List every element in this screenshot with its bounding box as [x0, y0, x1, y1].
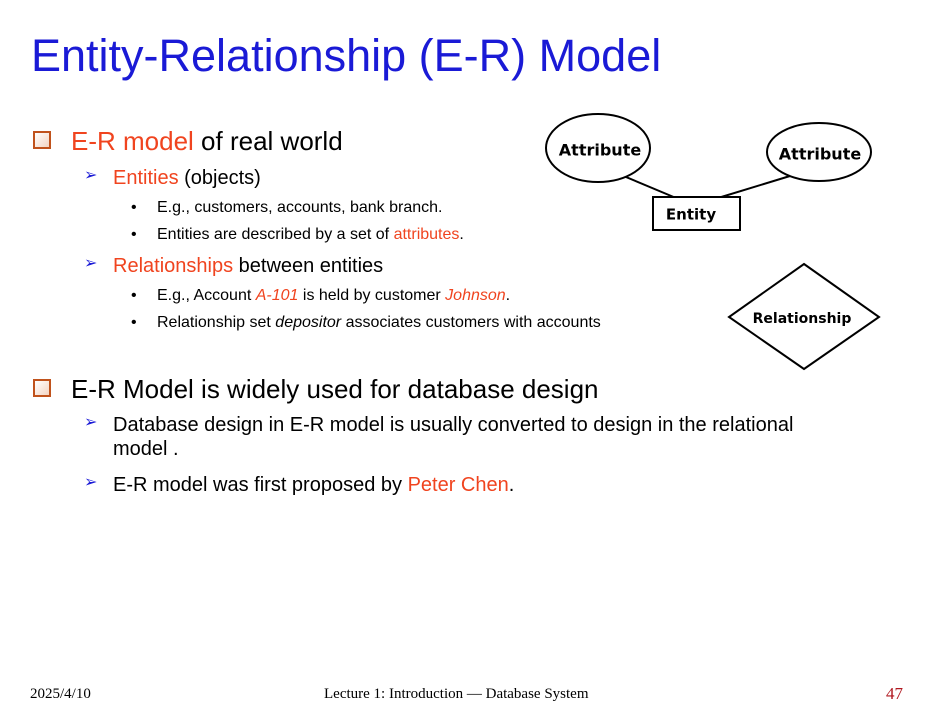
attribute-left-shape	[545, 113, 651, 183]
chen-post: .	[508, 474, 515, 496]
relationship-label: Relationship	[753, 311, 852, 327]
footer-title: Lecture 1: Introduction — Database Syste…	[324, 686, 589, 702]
page-title: Entity-Relationship (E-R) Model	[31, 30, 662, 81]
square-bullet-icon	[33, 379, 51, 397]
relationships-rest: between entities	[233, 255, 384, 277]
entities-example: • E.g., customers, accounts, bank branch…	[131, 198, 442, 218]
described-post: .	[459, 226, 464, 243]
section1-highlight: E-R model	[71, 126, 194, 156]
attribute-right-shape	[766, 122, 872, 182]
entities-bullet: ➢ Entities (objects)	[84, 166, 261, 190]
dot-bullet-icon: •	[131, 287, 137, 304]
rel-ex-pre: E.g., Account	[157, 287, 256, 304]
rel-set-pre: Relationship set	[157, 314, 276, 331]
arrow-bullet-icon: ➢	[84, 167, 98, 184]
design-point: ➢ Database design in E-R model is usuall…	[84, 413, 793, 461]
relationships-example: • E.g., Account A-101 is held by custome…	[131, 286, 510, 306]
rel-set-post: associates customers with accounts	[341, 314, 601, 331]
relationships-bullet: ➢ Relationships between entities	[84, 254, 383, 278]
described-highlight: attributes	[393, 226, 460, 243]
attribute-left-label: Attribute	[559, 141, 642, 160]
entity-label: Entity	[666, 206, 716, 224]
page-number: 47	[886, 684, 903, 703]
square-bullet-icon	[33, 131, 51, 149]
chen-point: ➢ E-R model was first proposed by Peter …	[84, 473, 514, 497]
section1-rest: of real world	[193, 126, 343, 156]
footer-date: 2025/4/10	[30, 686, 91, 702]
dot-bullet-icon: •	[131, 226, 137, 243]
rel-ex-post: .	[505, 287, 511, 304]
section2-heading-text: E-R Model is widely used for database de…	[71, 374, 599, 404]
relationship-set: • Relationship set depositor associates …	[131, 313, 601, 333]
rel-ex-account: A-101	[255, 287, 299, 304]
entities-example-text: E.g., customers, accounts, bank branch.	[157, 199, 443, 216]
design-point-line2: model .	[113, 438, 179, 460]
dot-bullet-icon: •	[131, 199, 137, 216]
attribute-right-connector	[717, 175, 791, 199]
rel-set-name: depositor	[275, 314, 342, 331]
dot-bullet-icon: •	[131, 314, 137, 331]
chen-highlight: Peter Chen	[407, 474, 509, 496]
rel-ex-customer: Johnson	[445, 287, 506, 304]
entities-rest: (objects)	[178, 167, 261, 189]
chen-pre: E-R model was first proposed by	[113, 474, 408, 496]
entity-shape	[652, 196, 741, 231]
described-pre: Entities are described by a set of	[157, 226, 394, 243]
relationship-shape	[727, 262, 881, 371]
attribute-right-label: Attribute	[779, 145, 862, 164]
section1-heading: E-R model of real world	[33, 126, 343, 157]
arrow-bullet-icon: ➢	[84, 255, 98, 272]
attribute-left-connector	[613, 171, 677, 199]
rel-ex-mid: is held by customer	[298, 287, 446, 304]
design-point-line1: Database design in E-R model is usually …	[113, 414, 794, 436]
entities-described: • Entities are described by a set of att…	[131, 225, 464, 245]
entities-highlight: Entities	[113, 167, 179, 189]
arrow-bullet-icon: ➢	[84, 474, 98, 491]
relationships-highlight: Relationships	[113, 255, 234, 277]
section2-heading: E-R Model is widely used for database de…	[33, 374, 599, 405]
arrow-bullet-icon: ➢	[84, 414, 98, 431]
